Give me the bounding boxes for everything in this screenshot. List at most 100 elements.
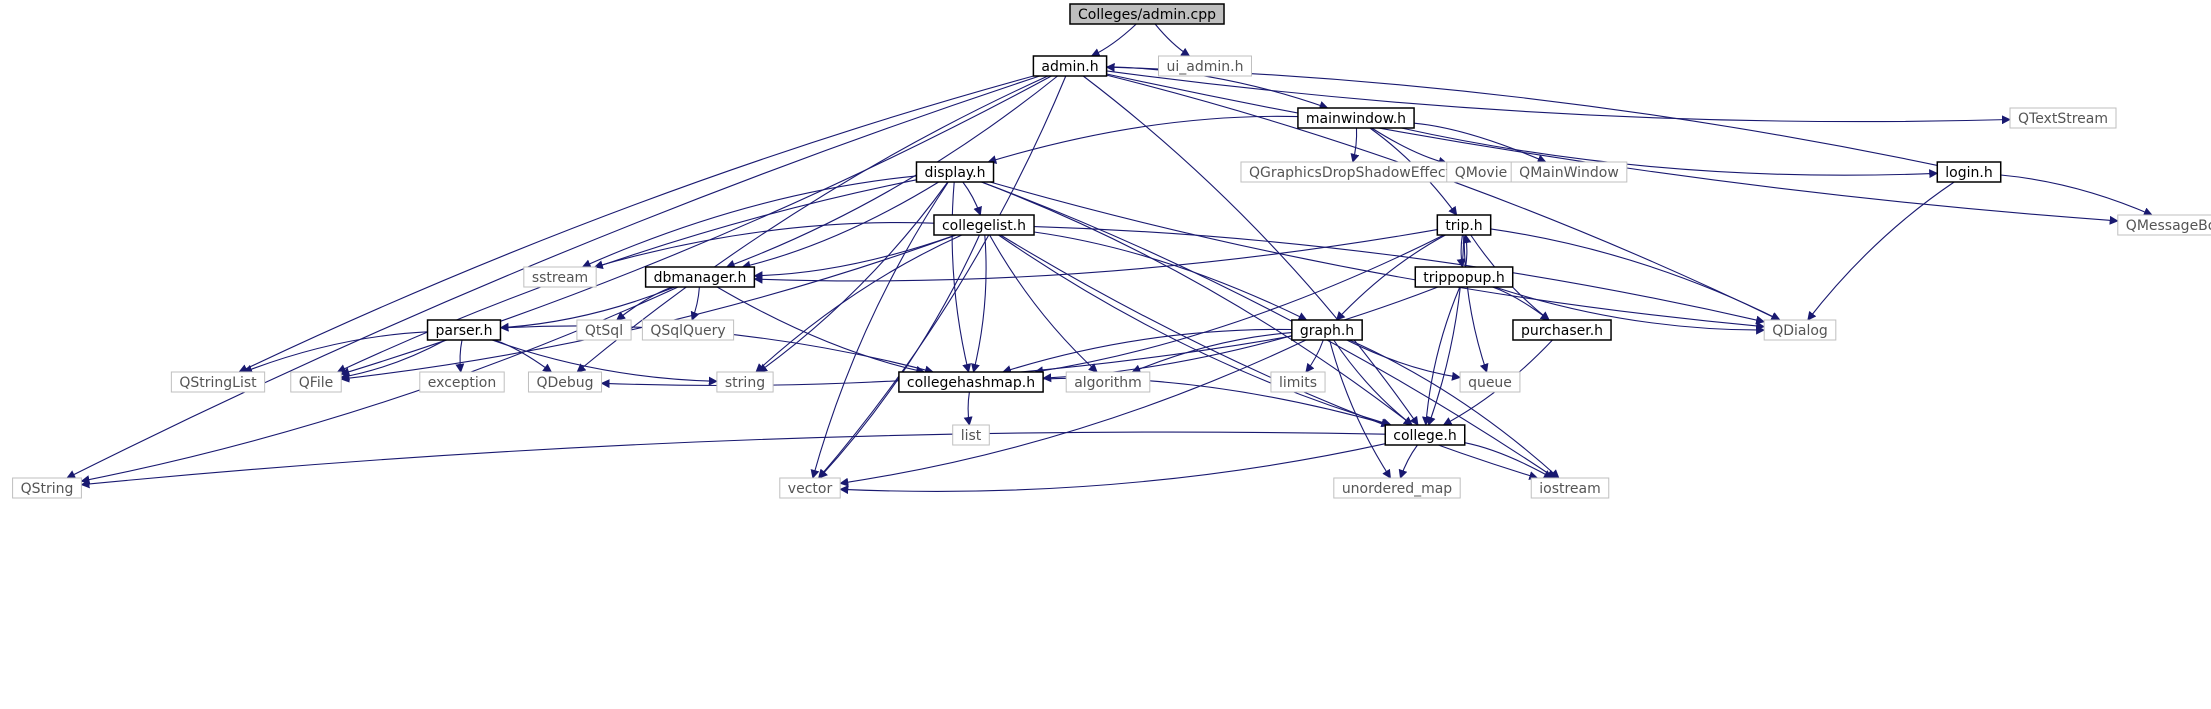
edge-graph-h-to-iostream (1349, 339, 1560, 479)
node-box (1384, 424, 1466, 446)
edge-admin-h-to-qdebug (576, 75, 1049, 373)
edge-admin-h-to-qtext-stream (1106, 70, 2011, 125)
node-label: QMessageBox (2126, 218, 2211, 234)
node-label: exception (428, 375, 496, 391)
node-admin-h[interactable]: admin.h (1032, 55, 1108, 77)
node-dbmanager-h[interactable]: dbmanager.h (644, 266, 756, 288)
node-box (576, 319, 632, 341)
node-box (1065, 371, 1151, 393)
node-qmovie: QMovie (1446, 161, 1516, 183)
node-mainwindow-h[interactable]: mainwindow.h (1297, 107, 1415, 129)
edge-graph-h-to-limits (1305, 339, 1324, 373)
edge-collegelist-h-to-iostream (1000, 234, 1539, 480)
node-box (1270, 371, 1326, 393)
node-exception: exception (419, 371, 505, 393)
edge-display-h-to-qfile (336, 179, 917, 373)
edge-login-h-to-qmessage-box (2000, 174, 2153, 216)
node-college-h[interactable]: college.h (1384, 424, 1466, 446)
node-box (1069, 3, 1225, 25)
edge-collegelist-h-to-graph-h (1033, 231, 1308, 321)
node-box (1291, 319, 1363, 341)
edge-graph-h-to-college-h (1333, 339, 1413, 426)
node-box (170, 371, 266, 393)
edge-display-h-to-collegehashmap-h (951, 181, 972, 373)
node-display-h[interactable]: display.h (915, 161, 995, 183)
node-label: Colleges/admin.cpp (1078, 7, 1216, 23)
node-string: string (716, 371, 774, 393)
node-login-h[interactable]: login.h (1936, 161, 2002, 183)
edge-college-h-to-qstring (80, 431, 1386, 489)
node-collegelist-h[interactable]: collegelist.h (933, 214, 1035, 236)
edge-admin-h-to-college-h (1082, 75, 1419, 426)
node-label: dbmanager.h (654, 270, 747, 286)
edge-parser-h-to-exception (455, 339, 465, 373)
node-box (933, 214, 1035, 236)
edge-trip-h-to-dbmanager-h (753, 229, 1438, 284)
node-box (1763, 319, 1837, 341)
node-parser-h[interactable]: parser.h (426, 319, 502, 341)
edge-graph-h-to-queue (1346, 339, 1461, 381)
node-trip-h[interactable]: trip.h (1436, 214, 1492, 236)
node-ui-admin-h: ui_admin.h (1158, 55, 1252, 77)
node-box (12, 477, 82, 499)
edge-collegelist-h-to-qdialog (1033, 226, 1766, 325)
node-label: vector (788, 481, 833, 497)
edge-display-h-to-iostream (981, 181, 1556, 479)
node-collegehashmap-h[interactable]: collegehashmap.h (898, 371, 1044, 393)
node-trippopup-h[interactable]: trippopup.h (1414, 266, 1514, 288)
edge-display-h-to-collegelist-h (962, 181, 982, 216)
edge-display-h-to-sstream (581, 175, 917, 268)
node-label: QStringList (179, 375, 257, 391)
node-label: admin.h (1041, 59, 1098, 75)
node-box (1414, 266, 1514, 288)
node-box (523, 266, 597, 288)
node-box (1436, 214, 1492, 236)
node-label: QFile (299, 375, 333, 391)
node-box (898, 371, 1044, 393)
node-box (1158, 55, 1252, 77)
edge-admin-h-to-qmessage-box (1106, 73, 2119, 225)
node-purchaser-h[interactable]: purchaser.h (1512, 319, 1612, 341)
node-qdialog: QDialog (1763, 319, 1837, 341)
node-label: collegehashmap.h (907, 375, 1035, 391)
node-label: display.h (924, 165, 985, 181)
node-label: string (725, 375, 765, 391)
node-vector: vector (779, 477, 841, 499)
edge-dbmanager-h-to-qt-sql (616, 286, 673, 321)
edge-trip-h-to-collegehashmap-h (1034, 234, 1445, 376)
node-unordered-map: unordered_map (1333, 477, 1461, 499)
node-qfile: QFile (290, 371, 342, 393)
node-graph-h[interactable]: graph.h (1291, 319, 1363, 341)
edge-collegelist-h-to-string (755, 234, 963, 373)
node-label: QtSql (585, 323, 623, 339)
node-label: QGraphicsDropShadowEffect (1249, 165, 1452, 181)
edge-graph-h-to-collegehashmap-h (1002, 328, 1292, 374)
edge-display-h-to-college-h (981, 181, 1413, 426)
edge-graph-h-to-algorithm (1131, 332, 1292, 374)
node-qgraphics-drop-shadow-effect: QGraphicsDropShadowEffect (1240, 161, 1460, 183)
edge-graph-h-to-unordered-map (1329, 339, 1391, 479)
edge-college-h-to-unordered-map (1398, 444, 1418, 479)
edge-admin-cpp-to-ui-admin-h (1154, 23, 1191, 57)
edges-layer (66, 23, 2153, 495)
node-box (1530, 477, 1610, 499)
node-box (1936, 161, 2002, 183)
edge-trippopup-h-to-qdialog (1494, 286, 1766, 335)
node-label: sstream (532, 270, 588, 286)
node-label: QDialog (1772, 323, 1828, 339)
nodes-layer: Colleges/admin.cpp admin.h ui_admin.hmainw… (12, 3, 2211, 499)
node-admin-cpp[interactable]: Colleges/admin.cpp (1069, 3, 1225, 25)
node-qstring: QString (12, 477, 82, 499)
node-box (952, 424, 990, 446)
node-label: unordered_map (1342, 481, 1452, 497)
node-qsql-query: QSqlQuery (641, 319, 735, 341)
node-label: limits (1279, 375, 1317, 391)
edge-admin-cpp-to-admin-h (1090, 23, 1137, 57)
edge-parser-h-to-qstring-list (243, 331, 428, 374)
node-box (419, 371, 505, 393)
node-label: iostream (1539, 481, 1601, 497)
edge-admin-h-to-qstring-list (238, 75, 1034, 373)
node-label: QMainWindow (1519, 165, 1619, 181)
node-box (1459, 371, 1521, 393)
